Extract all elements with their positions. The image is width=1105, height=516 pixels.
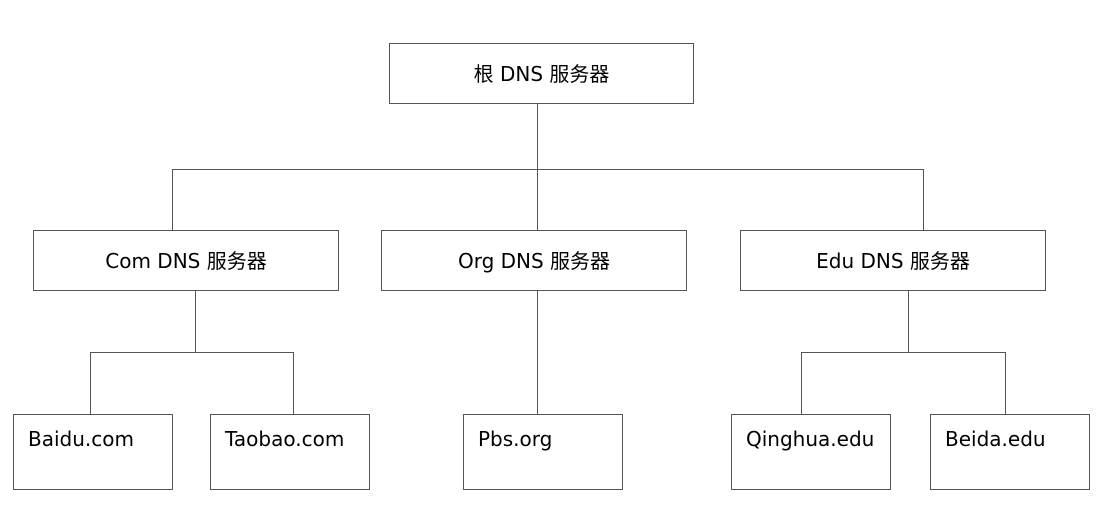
root-dns-server-label: 根 DNS 服务器 [473, 61, 610, 86]
beida-edu-label: Beida.edu [945, 427, 1046, 451]
connector-to-org [537, 169, 538, 231]
connector-to-baidu [90, 352, 91, 415]
connector-to-taobao [293, 352, 294, 415]
baidu-com-node: Baidu.com [13, 414, 173, 490]
connector-to-com [172, 169, 173, 231]
beida-edu-node: Beida.edu [930, 414, 1090, 490]
pbs-org-node: Pbs.org [463, 414, 623, 490]
root-dns-server-node: 根 DNS 服务器 [389, 43, 694, 104]
taobao-com-node: Taobao.com [210, 414, 370, 490]
connector-com-bus [90, 352, 294, 353]
org-dns-server-label: Org DNS 服务器 [457, 248, 611, 273]
com-dns-server-label: Com DNS 服务器 [105, 248, 267, 273]
connector-tld-bus [172, 169, 924, 170]
connector-edu-down [908, 290, 909, 353]
qinghua-edu-label: Qinghua.edu [746, 427, 875, 451]
taobao-com-label: Taobao.com [225, 427, 345, 451]
edu-dns-server-label: Edu DNS 服务器 [816, 248, 970, 273]
connector-org-to-pbs [537, 290, 538, 415]
connector-com-down [195, 290, 196, 353]
connector-edu-bus [801, 352, 1006, 353]
com-dns-server-node: Com DNS 服务器 [33, 230, 339, 291]
baidu-com-label: Baidu.com [28, 427, 134, 451]
connector-to-qinghua [801, 352, 802, 415]
edu-dns-server-node: Edu DNS 服务器 [740, 230, 1046, 291]
org-dns-server-node: Org DNS 服务器 [381, 230, 687, 291]
connector-to-edu [923, 169, 924, 231]
pbs-org-label: Pbs.org [478, 427, 553, 451]
qinghua-edu-node: Qinghua.edu [731, 414, 891, 490]
connector-root-down [537, 103, 538, 170]
connector-to-beida [1005, 352, 1006, 415]
